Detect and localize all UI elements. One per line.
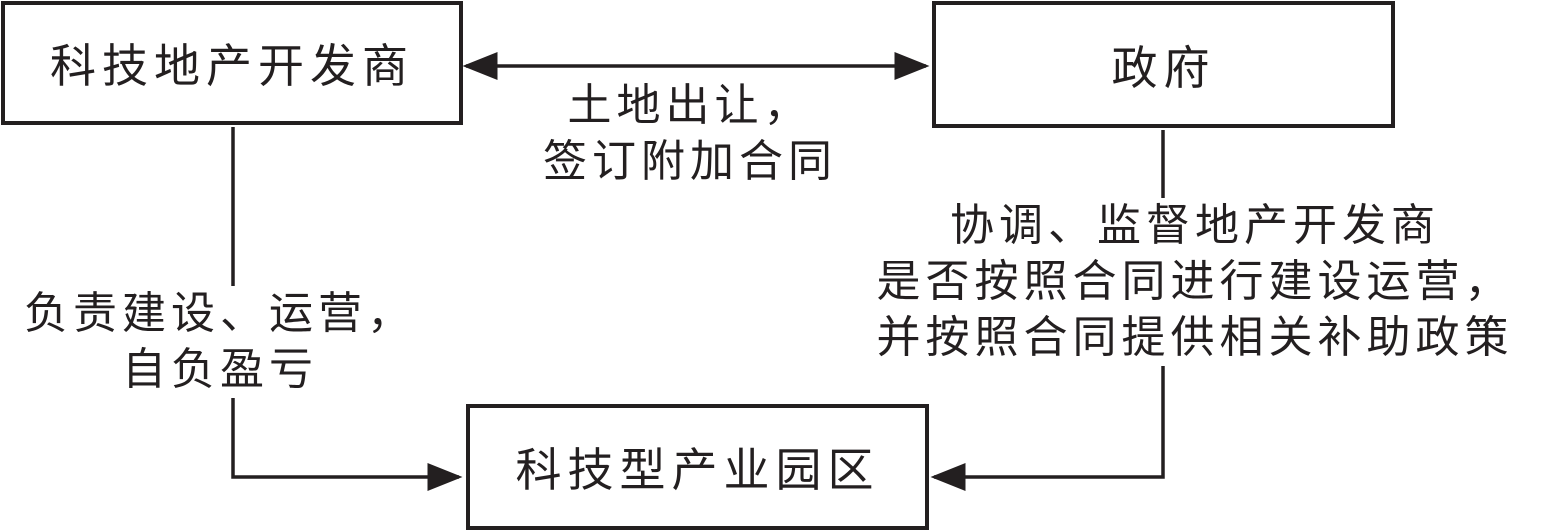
park-node: 科技型产业园区 bbox=[466, 404, 929, 530]
developer-government-label: 土地出让， 签订附加合同 bbox=[490, 78, 890, 190]
government-park-label-line3: 并按照合同提供相关补助政策 bbox=[876, 312, 1514, 363]
developer-park-label-line1: 负责建设、运营， bbox=[24, 288, 416, 339]
developer-park-label-line2: 自负盈亏 bbox=[122, 344, 318, 395]
park-node-label: 科技型产业园区 bbox=[515, 443, 880, 497]
developer-government-label-line1: 土地出让， bbox=[567, 80, 813, 131]
government-node: 政府 bbox=[932, 1, 1395, 128]
government-node-label: 政府 bbox=[1111, 40, 1216, 95]
developer-park-arrow bbox=[231, 127, 463, 491]
developer-node: 科技地产开发商 bbox=[1, 1, 463, 125]
government-park-label-line1: 协调、监督地产开发商 bbox=[950, 200, 1440, 251]
developer-node-label: 科技地产开发商 bbox=[50, 39, 414, 93]
developer-government-label-line2: 签订附加合同 bbox=[543, 136, 837, 187]
government-park-label-line2: 是否按照合同进行建设运营， bbox=[876, 256, 1514, 307]
developer-park-label: 负责建设、运营， 自负盈亏 bbox=[0, 286, 440, 398]
government-park-label: 协调、监督地产开发商 是否按照合同进行建设运营， 并按照合同提供相关补助政策 bbox=[825, 198, 1565, 366]
